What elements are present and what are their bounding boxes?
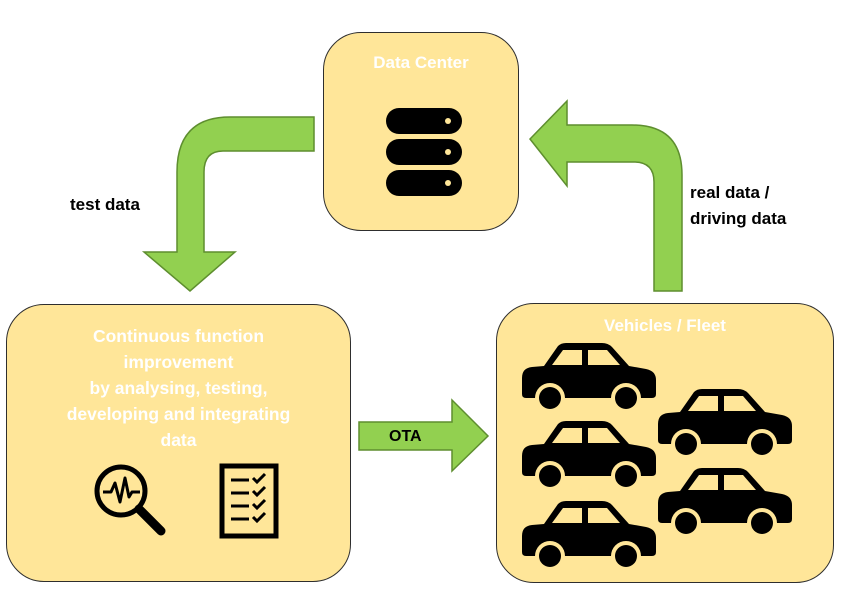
ota-label: OTA xyxy=(389,428,422,445)
function-title-line-3: by analysing, testing, xyxy=(89,378,268,398)
real-data-line-1: real data / xyxy=(690,183,770,202)
car-icon xyxy=(522,343,656,413)
magnifier-waveform-icon xyxy=(94,464,166,536)
real-data-label: real data / driving data xyxy=(690,180,786,232)
fleet-title: Vehicles / Fleet xyxy=(604,316,726,335)
real-data-line-2: driving data xyxy=(690,209,787,228)
car-icon xyxy=(658,389,792,459)
function-improvement-box: Continuous function improvement by analy… xyxy=(6,304,351,582)
test-data-arrow xyxy=(141,116,315,292)
car-icon xyxy=(658,468,792,538)
data-center-box: Data Center xyxy=(323,32,519,231)
database-icon xyxy=(386,108,462,196)
test-data-label: test data xyxy=(70,195,140,214)
ota-arrow xyxy=(358,398,490,473)
data-center-title: Data Center xyxy=(373,53,469,72)
car-icon xyxy=(522,501,656,571)
function-title-line-1: Continuous function xyxy=(92,326,265,346)
function-title-line-2: improvement xyxy=(123,352,234,372)
real-data-arrow xyxy=(529,99,683,292)
checklist-icon xyxy=(219,463,279,539)
function-title: Continuous function improvement by analy… xyxy=(7,323,350,453)
car-icon xyxy=(522,421,656,491)
function-title-line-4: developing and integrating xyxy=(66,404,291,424)
function-title-line-5: data xyxy=(160,430,197,450)
